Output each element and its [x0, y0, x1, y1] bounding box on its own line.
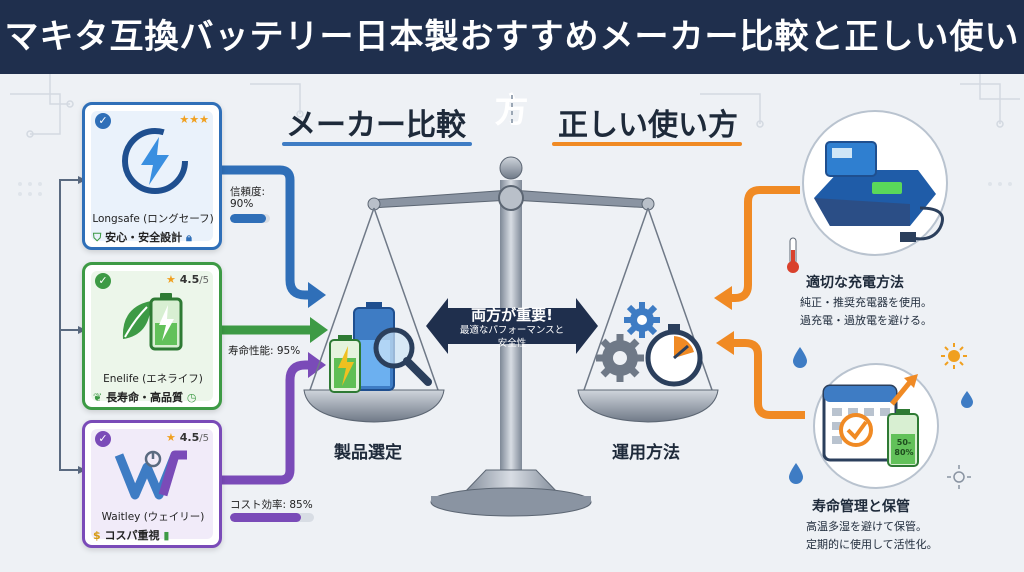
clock-icon: ◷ [186, 391, 197, 404]
rating: ★★★ [179, 113, 209, 126]
droplet-icon [961, 391, 973, 408]
left-pan-label: 製品選定 [334, 443, 402, 463]
maker-tag: ❦ 長寿命・高品質 ◷ [93, 391, 197, 404]
left-heading-underline [282, 142, 472, 146]
charger-icon [802, 110, 948, 256]
center-message: 両方が重要! 最適なパフォーマンスと安全性 [438, 298, 586, 354]
balance-scale [303, 156, 719, 517]
leaf-battery-icon [122, 293, 183, 351]
right-heading-underline [552, 142, 742, 146]
gear-stopwatch-icon [596, 302, 703, 387]
lock-icon: 🔒︎ [185, 231, 192, 244]
left-heading: メーカー比較 [286, 108, 466, 143]
maker-tag: ⛉ 安心・安全設計 🔒︎ [93, 231, 192, 244]
charging-line-2: 過充電・過放電を避ける。 [800, 314, 932, 327]
maker-tag: $ コスパ重視 ▮ [93, 529, 170, 542]
title-bar [0, 0, 1024, 74]
calendar-icon [813, 363, 939, 489]
battery-magnifier-icon [329, 302, 432, 393]
sun-icon [941, 343, 967, 369]
cost-bar [230, 513, 314, 522]
maker-name: Longsafe (ロングセーフ) [92, 213, 214, 225]
charging-line-1: 純正・推奨充電器を使用。 [800, 296, 932, 309]
droplet-icon [793, 347, 807, 368]
background-circuit-decoration [10, 74, 1020, 196]
storage-line-2: 定期的に使用して活性化。 [806, 538, 938, 551]
rating: ★ 4.5/5 [166, 431, 209, 444]
coin-icon: $ [93, 529, 101, 542]
gear-icon [624, 302, 660, 338]
rating: ★ 4.5/5 [166, 273, 209, 286]
maker-card-enelife[interactable]: ✓ ★ 4.5/5 Enelife (エネライフ) ❦ 長寿命・高品質 ◷ [82, 262, 222, 410]
leaf-icon: ❦ [93, 391, 103, 404]
double-arrow-icon [426, 298, 598, 354]
chart-icon: ▮ [163, 529, 170, 542]
storage-line-1: 高温多湿を避けて保管。 [806, 520, 927, 533]
storage-title: 寿命管理と保管 [812, 499, 910, 515]
sun-outline-icon [947, 465, 971, 489]
shield-icon: ⛉ [93, 231, 102, 244]
reliability-bar [230, 214, 270, 223]
metric-label-lifespan: 寿命性能: 95% [228, 345, 301, 357]
lightning-icon [122, 128, 188, 194]
right-heading: 正しい使い方 [558, 108, 738, 143]
metric-label-reliability: 信頼度: [230, 186, 266, 198]
charging-title: 適切な充電方法 [806, 275, 904, 291]
battery-level-label: 50-80% [894, 438, 914, 457]
metric-value-reliability: 90% [230, 198, 254, 210]
thermometer-icon [787, 237, 799, 273]
page-title: マキタ互換バッテリー日本製おすすめメーカー比較と正しい使い方 [4, 17, 1020, 131]
maker-name: Enelife (エネライフ) [103, 373, 203, 385]
stopwatch-icon [645, 324, 703, 387]
metric-label-cost: コスト効率: 85% [230, 499, 313, 511]
waitley-logo-icon [114, 450, 187, 500]
maker-name: Waitley (ウェイリー) [101, 511, 205, 523]
right-pan-label: 運用方法 [612, 443, 680, 463]
check-icon: ✓ [95, 113, 111, 129]
maker-card-longsafe[interactable]: ✓ ★★★ Longsafe (ロングセーフ) ⛉ 安心・安全設計 🔒︎ [82, 102, 222, 250]
check-icon: ✓ [95, 273, 111, 289]
maker-card-waitley[interactable]: ✓ ★ 4.5/5 Waitley (ウェイリー) $ コスパ重視 ▮ [82, 420, 222, 548]
center-subtitle: 最適なパフォーマンスと安全性 [459, 325, 565, 349]
droplet-icon [789, 463, 803, 484]
center-title: 両方が重要! [471, 306, 553, 324]
check-icon: ✓ [95, 431, 111, 447]
